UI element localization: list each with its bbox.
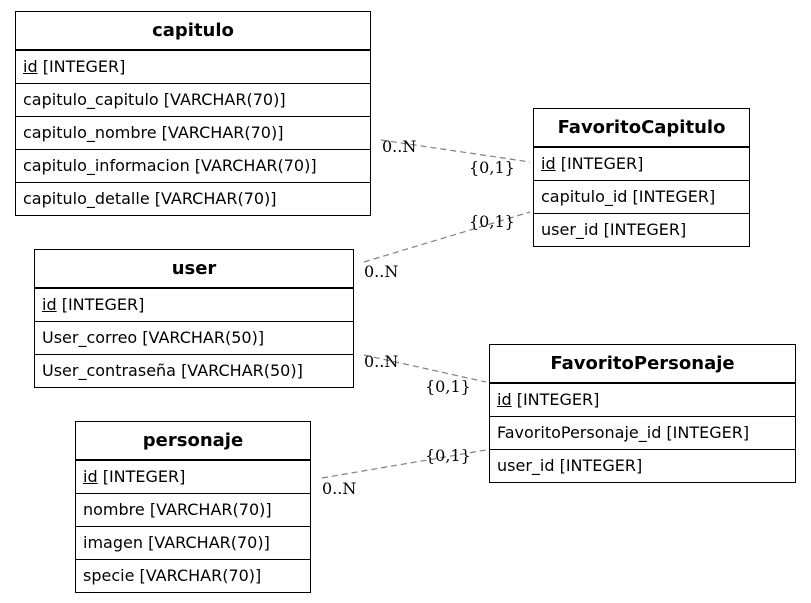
entity-attribute: id [INTEGER] bbox=[16, 50, 370, 83]
entity-attribute: id [INTEGER] bbox=[35, 288, 353, 321]
entity-attribute: id [INTEGER] bbox=[490, 383, 795, 416]
entity-title: FavoritoPersonaje bbox=[490, 345, 795, 383]
entity-attribute: capitulo_detalle [VARCHAR(70)] bbox=[16, 182, 370, 215]
relation-user-favoritocapitulo bbox=[363, 211, 531, 263]
relation-capitulo-favoritocapitulo bbox=[380, 139, 531, 163]
primary-key: id bbox=[23, 57, 38, 76]
relation-user-favoritopersonaje bbox=[363, 354, 487, 383]
entity-attribute: capitulo_nombre [VARCHAR(70)] bbox=[16, 116, 370, 149]
entity-title: FavoritoCapitulo bbox=[534, 109, 749, 147]
entity-personaje[interactable]: personaje id [INTEGER] nombre [VARCHAR(7… bbox=[75, 421, 311, 593]
entity-attribute: FavoritoPersonaje_id [INTEGER] bbox=[490, 416, 795, 449]
entity-title: user bbox=[35, 250, 353, 288]
cardinality-one: {0,1} bbox=[425, 446, 471, 465]
entity-attribute: user_id [INTEGER] bbox=[534, 213, 749, 246]
entity-attribute: nombre [VARCHAR(70)] bbox=[76, 493, 310, 526]
cardinality-one: {0,1} bbox=[469, 212, 515, 231]
entity-user[interactable]: user id [INTEGER] User_correo [VARCHAR(5… bbox=[34, 249, 354, 388]
cardinality-one: {0,1} bbox=[469, 158, 515, 177]
entity-title: capitulo bbox=[16, 12, 370, 50]
entity-attribute: id [INTEGER] bbox=[534, 147, 749, 180]
entity-favoritocapitulo[interactable]: FavoritoCapitulo id [INTEGER] capitulo_i… bbox=[533, 108, 750, 247]
entity-attribute: specie [VARCHAR(70)] bbox=[76, 559, 310, 592]
primary-key: id bbox=[42, 295, 57, 314]
entity-favoritopersonaje[interactable]: FavoritoPersonaje id [INTEGER] FavoritoP… bbox=[489, 344, 796, 483]
entity-attribute: User_correo [VARCHAR(50)] bbox=[35, 321, 353, 354]
entity-attribute: capitulo_capitulo [VARCHAR(70)] bbox=[16, 83, 370, 116]
entity-attribute: id [INTEGER] bbox=[76, 460, 310, 493]
primary-key: id bbox=[497, 390, 512, 409]
entity-attribute: capitulo_informacion [VARCHAR(70)] bbox=[16, 149, 370, 182]
relation-personaje-favoritopersonaje bbox=[321, 449, 487, 479]
cardinality-many: 0..N bbox=[364, 262, 399, 281]
cardinality-many: 0..N bbox=[364, 352, 399, 371]
entity-capitulo[interactable]: capitulo id [INTEGER] capitulo_capitulo … bbox=[15, 11, 371, 216]
entity-title: personaje bbox=[76, 422, 310, 460]
entity-attribute: imagen [VARCHAR(70)] bbox=[76, 526, 310, 559]
cardinality-one: {0,1} bbox=[425, 377, 471, 396]
entity-attribute: user_id [INTEGER] bbox=[490, 449, 795, 482]
cardinality-many: 0..N bbox=[382, 137, 417, 156]
entity-attribute: capitulo_id [INTEGER] bbox=[534, 180, 749, 213]
primary-key: id bbox=[541, 154, 556, 173]
entity-attribute: User_contraseña [VARCHAR(50)] bbox=[35, 354, 353, 387]
cardinality-many: 0..N bbox=[322, 479, 357, 498]
primary-key: id bbox=[83, 467, 98, 486]
